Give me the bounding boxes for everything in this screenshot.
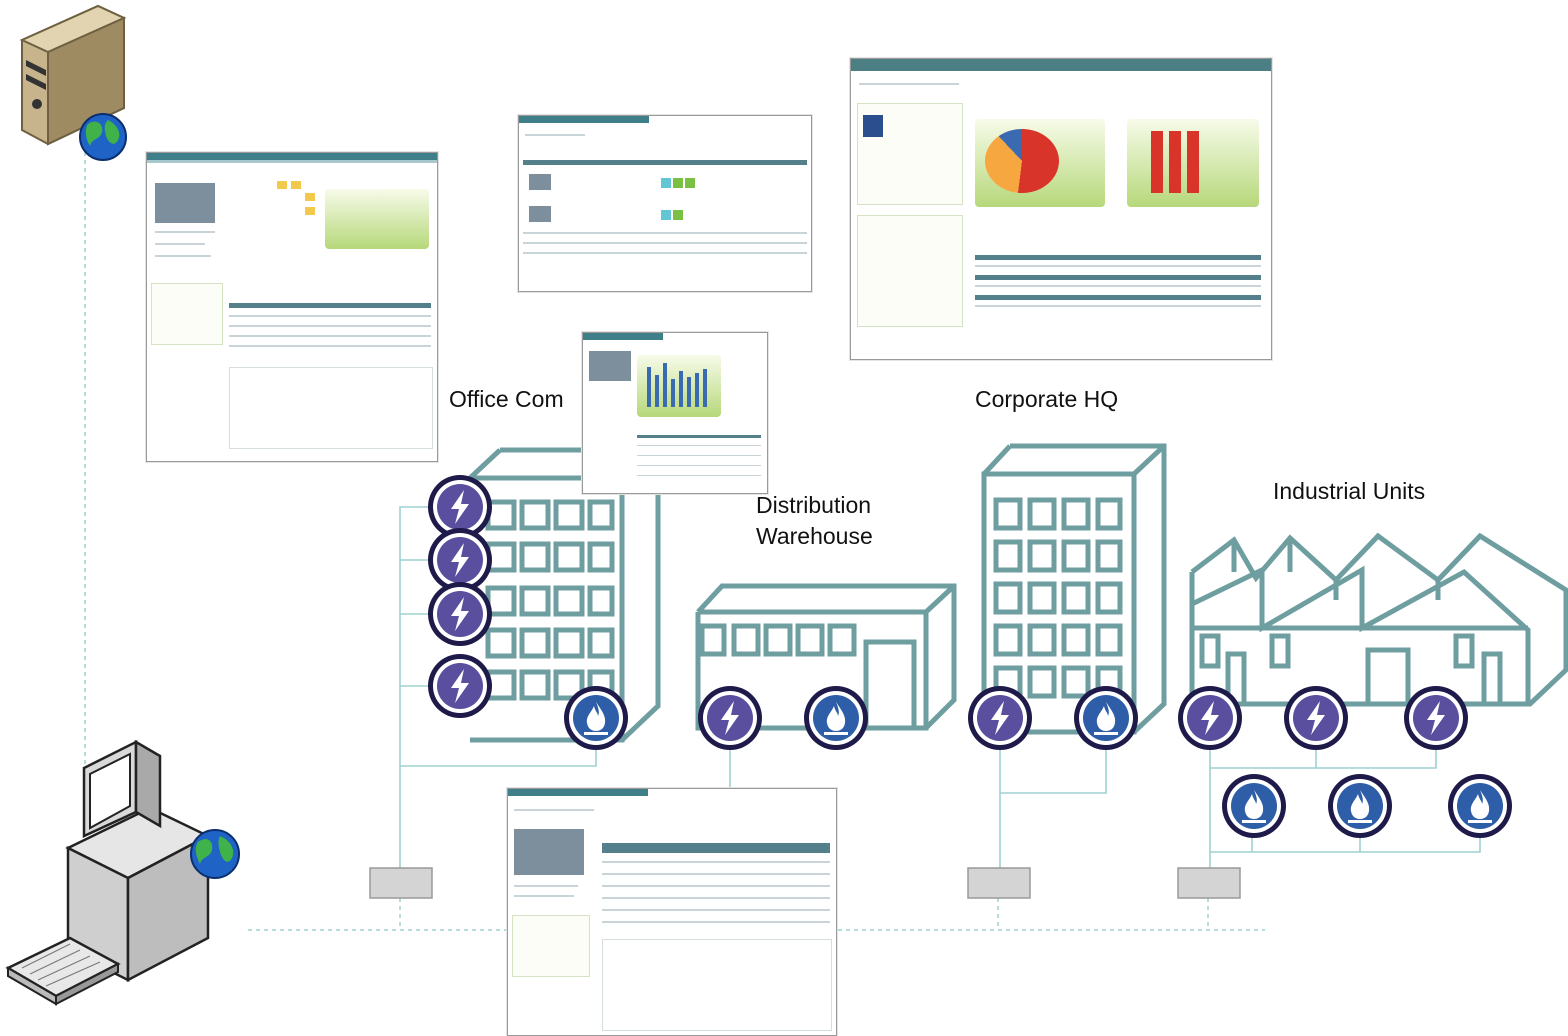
lightning-meter-icon bbox=[1284, 686, 1348, 750]
site-label-distribution-warehouse: Distribution Warehouse bbox=[756, 490, 873, 552]
gas-flame-meter-icon bbox=[1222, 774, 1286, 838]
office-building-icon bbox=[468, 447, 661, 743]
lightning-meter-icon bbox=[428, 582, 492, 646]
lightning-meter-icon bbox=[1404, 686, 1468, 750]
globe-icon bbox=[190, 829, 240, 879]
server-icon bbox=[19, 4, 127, 146]
gas-flame-meter-icon bbox=[1074, 686, 1138, 750]
app-screenshot-project-register bbox=[507, 788, 837, 1036]
corporate-hq-building-icon bbox=[981, 443, 1167, 735]
industrial-units-building-icon bbox=[1189, 532, 1568, 707]
app-screenshot-site-details bbox=[146, 152, 438, 462]
gas-flame-meter-icon bbox=[804, 686, 868, 750]
gas-flame-meter-icon bbox=[1448, 774, 1512, 838]
data-logger-box-icon bbox=[967, 867, 1031, 899]
data-logger-box-icon bbox=[369, 867, 433, 899]
gas-flame-meter-icon bbox=[564, 686, 628, 750]
site-label-line: Warehouse bbox=[756, 523, 873, 549]
data-logger-box-icon bbox=[1177, 867, 1241, 899]
site-label-office: Office Com bbox=[449, 386, 564, 412]
gas-flame-meter-icon bbox=[1328, 774, 1392, 838]
network-links bbox=[84, 152, 1265, 931]
globe-icon bbox=[79, 113, 127, 161]
site-label-industrial-units: Industrial Units bbox=[1273, 478, 1426, 504]
lightning-meter-icon bbox=[968, 686, 1032, 750]
app-screenshot-meter-list bbox=[518, 115, 812, 292]
lightning-meter-icon bbox=[1178, 686, 1242, 750]
site-label-line: Distribution bbox=[756, 492, 872, 518]
lightning-meter-icon bbox=[428, 654, 492, 718]
app-screenshot-chart-detail bbox=[582, 332, 768, 494]
app-screenshot-dashboard bbox=[850, 58, 1272, 360]
lightning-meter-icon bbox=[698, 686, 762, 750]
desktop-computer-icon bbox=[5, 739, 211, 1006]
site-label-corporate-hq: Corporate HQ bbox=[975, 386, 1119, 412]
